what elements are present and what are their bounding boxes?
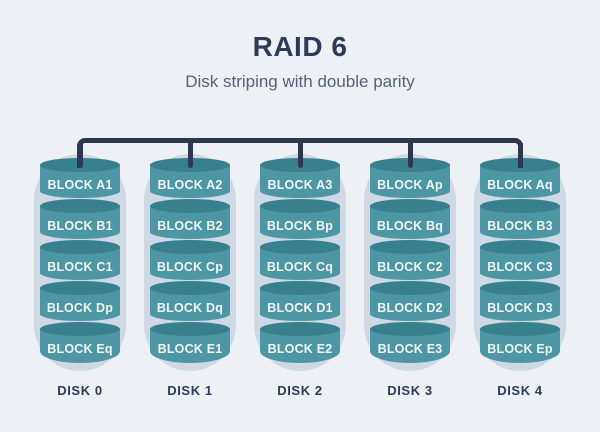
- block-label: BLOCK B1: [47, 218, 113, 233]
- disk-label: DISK 0: [57, 383, 103, 398]
- cylinder-block: BLOCK E1: [150, 322, 230, 363]
- cylinder-block: BLOCK C3: [480, 240, 560, 281]
- disk-stack: BLOCK A2 BLOCK B2 BLOCK Cp BLOCK Dq BLOC…: [150, 158, 230, 363]
- cylinder-top-ellipse: [480, 322, 560, 336]
- disk-column: BLOCK A1 BLOCK B1 BLOCK C1 BLOCK Dp BLOC…: [34, 143, 126, 398]
- cylinder-top-ellipse: [40, 322, 120, 336]
- block-label: BLOCK E3: [377, 341, 443, 356]
- disk-row: BLOCK A1 BLOCK B1 BLOCK C1 BLOCK Dp BLOC…: [34, 143, 566, 398]
- diagram-header: RAID 6 Disk striping with double parity: [0, 31, 600, 92]
- cylinder-block: BLOCK Dp: [40, 281, 120, 322]
- cylinder-block: BLOCK Bp: [260, 199, 340, 240]
- block-label: BLOCK C2: [377, 259, 443, 274]
- cylinder-top-ellipse: [40, 281, 120, 295]
- cylinder-top-ellipse: [260, 322, 340, 336]
- cylinder-block: BLOCK D1: [260, 281, 340, 322]
- cylinder-block: BLOCK Eq: [40, 322, 120, 363]
- cylinder-top-ellipse: [150, 281, 230, 295]
- cylinder-block: BLOCK B2: [150, 199, 230, 240]
- block-label: BLOCK Cq: [266, 259, 334, 274]
- disk-stack: BLOCK Aq BLOCK B3 BLOCK C3 BLOCK D3 BLOC…: [480, 158, 560, 363]
- bus-stub: [297, 143, 303, 168]
- cylinder-top-ellipse: [260, 199, 340, 213]
- block-label: BLOCK B2: [157, 218, 223, 233]
- block-label: BLOCK Dq: [156, 300, 224, 315]
- cylinder-block: BLOCK B1: [40, 199, 120, 240]
- block-label: BLOCK Eq: [47, 341, 113, 356]
- cylinder-block: BLOCK E3: [370, 322, 450, 363]
- cylinder-block: BLOCK Bq: [370, 199, 450, 240]
- bus-stub: [77, 143, 83, 168]
- disk-pill: BLOCK Ap BLOCK Bq BLOCK C2 BLOCK D2 BLOC…: [364, 154, 456, 371]
- block-label: BLOCK C3: [487, 259, 553, 274]
- disk-column: BLOCK Aq BLOCK B3 BLOCK C3 BLOCK D3 BLOC…: [474, 143, 566, 398]
- block-label: BLOCK Bq: [376, 218, 444, 233]
- cylinder-top-ellipse: [370, 240, 450, 254]
- bus-stub: [187, 143, 193, 168]
- bus-stub: [517, 143, 523, 168]
- bus-stub: [407, 143, 413, 168]
- cylinder-block: BLOCK D2: [370, 281, 450, 322]
- cylinder-top-ellipse: [150, 240, 230, 254]
- block-label: BLOCK Ep: [487, 341, 553, 356]
- block-label: BLOCK Aq: [487, 177, 553, 192]
- disk-pill: BLOCK A3 BLOCK Bp BLOCK Cq BLOCK D1 BLOC…: [254, 154, 346, 371]
- block-label: BLOCK Ap: [377, 177, 443, 192]
- block-label: BLOCK Cp: [156, 259, 224, 274]
- cylinder-top-ellipse: [370, 199, 450, 213]
- cylinder-block: BLOCK C1: [40, 240, 120, 281]
- disk-pill: BLOCK A1 BLOCK B1 BLOCK C1 BLOCK Dp BLOC…: [34, 154, 126, 371]
- page-subtitle: Disk striping with double parity: [185, 71, 415, 91]
- cylinder-block: BLOCK Ep: [480, 322, 560, 363]
- cylinder-block: BLOCK Dq: [150, 281, 230, 322]
- disk-label: DISK 2: [277, 383, 323, 398]
- cylinder-block: BLOCK Cp: [150, 240, 230, 281]
- cylinder-block: BLOCK A2: [150, 158, 230, 199]
- block-label: BLOCK E1: [157, 341, 223, 356]
- cylinder-block: BLOCK D3: [480, 281, 560, 322]
- block-label: BLOCK D1: [267, 300, 333, 315]
- cylinder-block: BLOCK Cq: [260, 240, 340, 281]
- cylinder-top-ellipse: [40, 199, 120, 213]
- block-label: BLOCK A1: [47, 177, 113, 192]
- cylinder-block: BLOCK C2: [370, 240, 450, 281]
- disk-column: BLOCK A2 BLOCK B2 BLOCK Cp BLOCK Dq BLOC…: [144, 143, 236, 398]
- cylinder-block: BLOCK E2: [260, 322, 340, 363]
- cylinder-top-ellipse: [370, 281, 450, 295]
- cylinder-top-ellipse: [370, 322, 450, 336]
- block-label: BLOCK D2: [377, 300, 443, 315]
- disk-pill: BLOCK Aq BLOCK B3 BLOCK C3 BLOCK D3 BLOC…: [474, 154, 566, 371]
- disk-pill: BLOCK A2 BLOCK B2 BLOCK Cp BLOCK Dq BLOC…: [144, 154, 236, 371]
- disk-label: DISK 3: [387, 383, 433, 398]
- block-label: BLOCK B3: [487, 218, 553, 233]
- cylinder-top-ellipse: [40, 240, 120, 254]
- block-label: BLOCK D3: [487, 300, 553, 315]
- cylinder-top-ellipse: [480, 199, 560, 213]
- block-label: BLOCK E2: [267, 341, 333, 356]
- disk-column: BLOCK A3 BLOCK Bp BLOCK Cq BLOCK D1 BLOC…: [254, 143, 346, 398]
- block-label: BLOCK Bp: [266, 218, 334, 233]
- cylinder-top-ellipse: [260, 240, 340, 254]
- cylinder-top-ellipse: [480, 281, 560, 295]
- cylinder-top-ellipse: [480, 240, 560, 254]
- cylinder-top-ellipse: [260, 281, 340, 295]
- cylinder-block: BLOCK B3: [480, 199, 560, 240]
- block-label: BLOCK A3: [267, 177, 333, 192]
- disk-stack: BLOCK A3 BLOCK Bp BLOCK Cq BLOCK D1 BLOC…: [260, 158, 340, 363]
- block-label: BLOCK A2: [157, 177, 223, 192]
- page-title: RAID 6: [252, 31, 348, 62]
- block-label: BLOCK C1: [47, 259, 113, 274]
- disk-label: DISK 4: [497, 383, 543, 398]
- disk-stack: BLOCK Ap BLOCK Bq BLOCK C2 BLOCK D2 BLOC…: [370, 158, 450, 363]
- block-label: BLOCK Dp: [46, 300, 114, 315]
- disk-stack: BLOCK A1 BLOCK B1 BLOCK C1 BLOCK Dp BLOC…: [40, 158, 120, 363]
- disk-column: BLOCK Ap BLOCK Bq BLOCK C2 BLOCK D2 BLOC…: [364, 143, 456, 398]
- cylinder-top-ellipse: [150, 199, 230, 213]
- cylinder-top-ellipse: [150, 322, 230, 336]
- disk-label: DISK 1: [167, 383, 213, 398]
